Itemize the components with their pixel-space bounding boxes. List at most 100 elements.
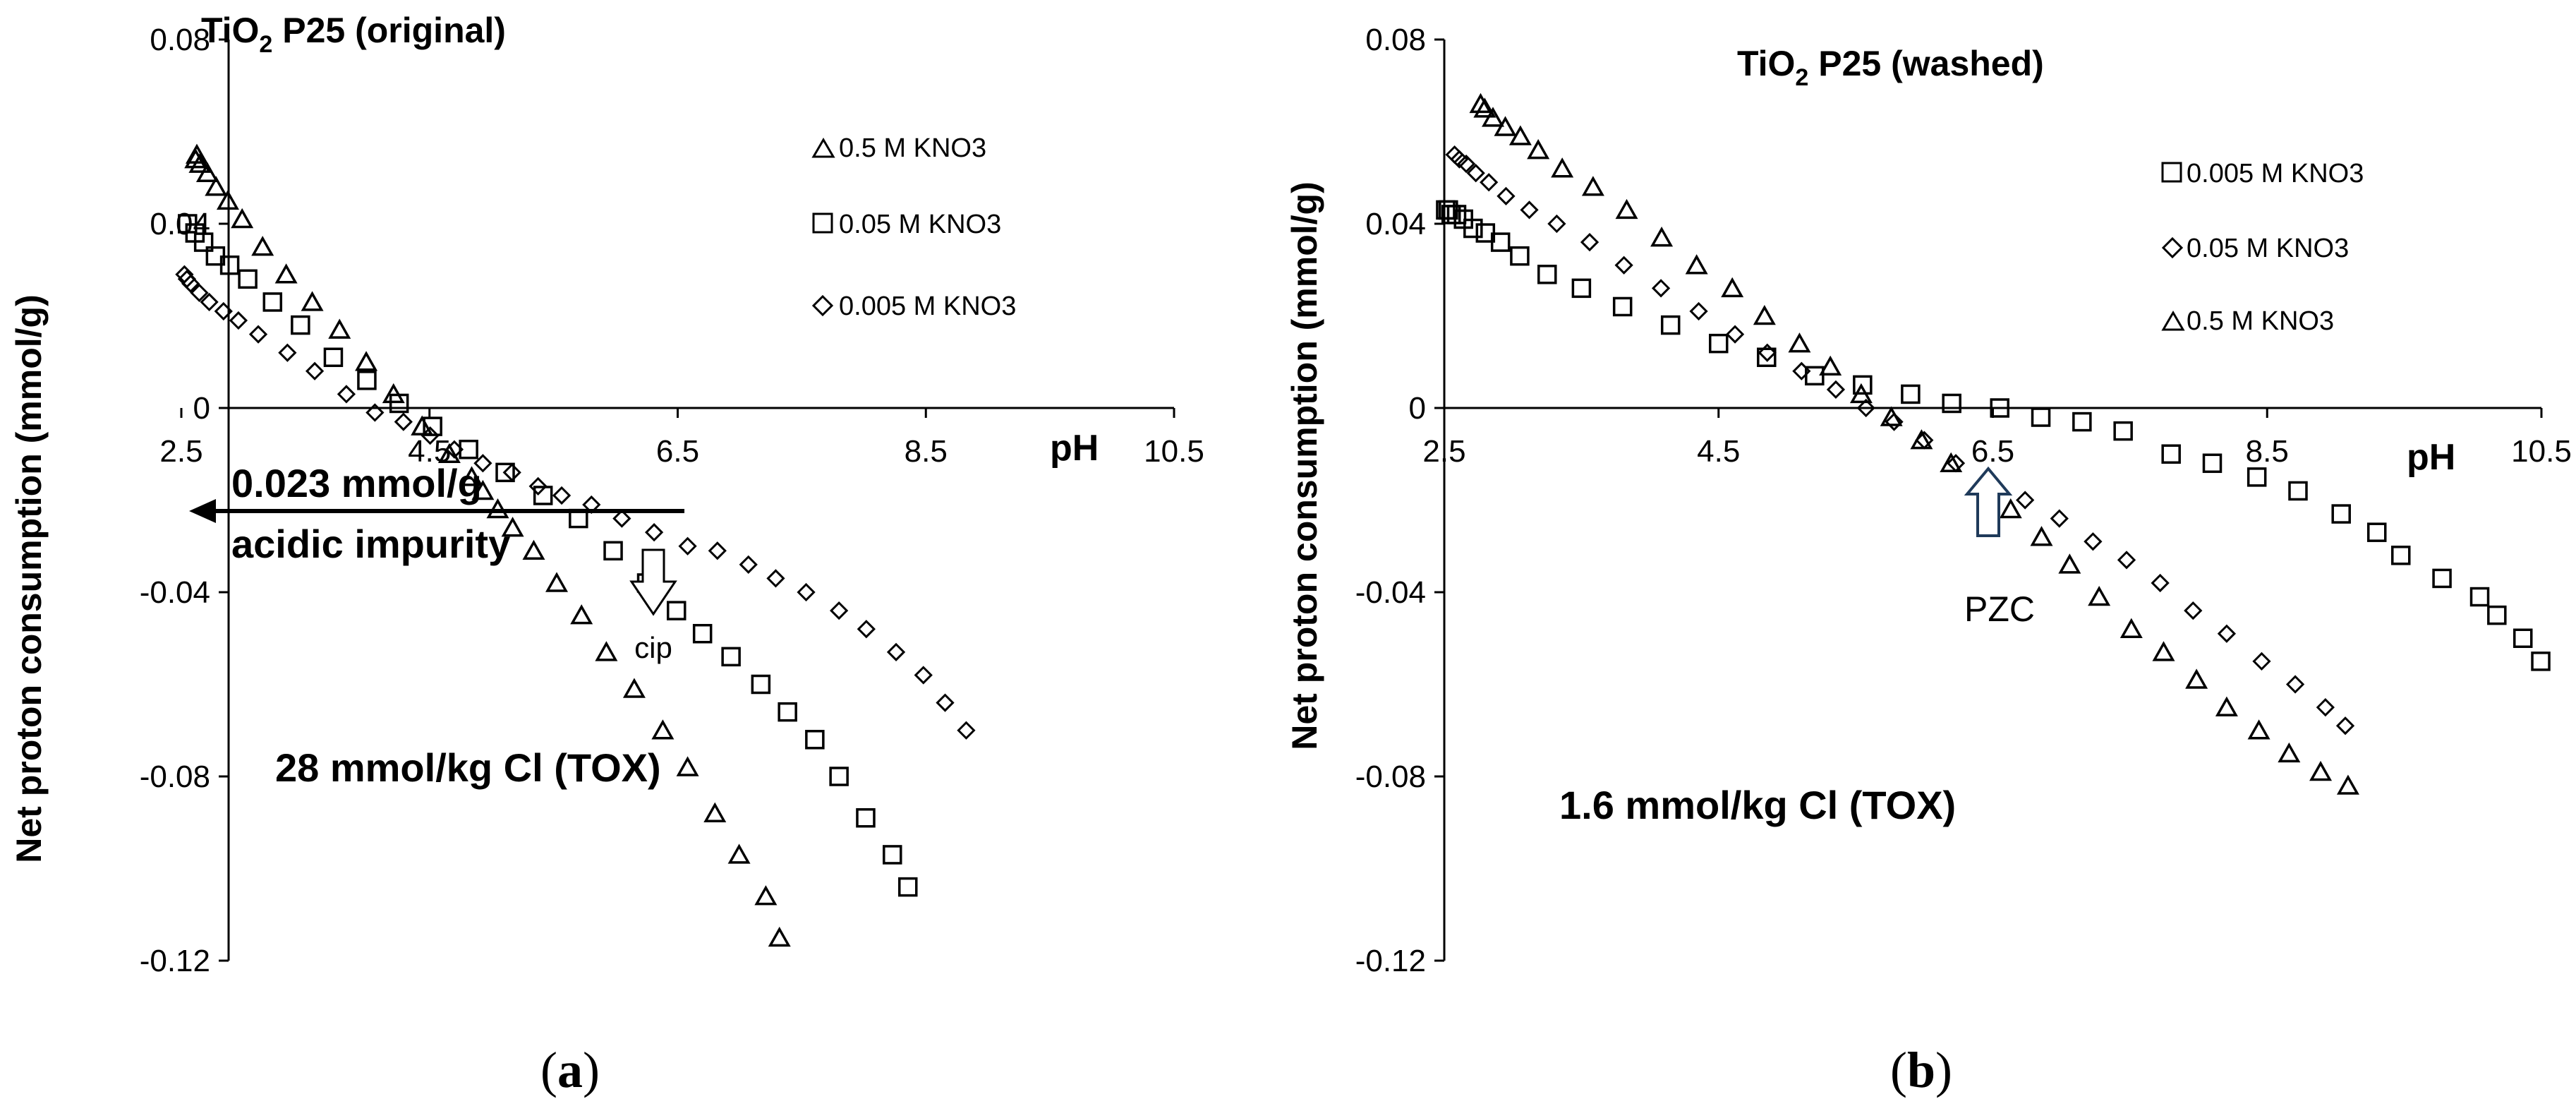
data-point-diamond [797, 582, 816, 602]
data-point-triangle [1753, 304, 1776, 325]
data-point-triangle [205, 176, 228, 196]
data-point-triangle [2120, 618, 2143, 638]
data-point-square [603, 541, 623, 561]
data-point-square [2531, 651, 2551, 671]
data-point-diamond [528, 476, 548, 496]
data-point-diamond [2117, 551, 2136, 570]
data-point-diamond [248, 325, 268, 344]
data-point-diamond [2335, 716, 2355, 735]
data-point-diamond [445, 440, 464, 459]
data-point-square [2247, 467, 2267, 487]
data-point-diamond [739, 555, 758, 574]
x-tick-label: 2.5 [159, 434, 202, 469]
data-point-diamond [190, 283, 209, 302]
data-point-diamond [2316, 698, 2335, 717]
data-point-diamond [1580, 232, 1600, 252]
data-point-diamond [2184, 601, 2203, 620]
data-point-triangle [2278, 742, 2301, 763]
x-tick-label: 10.5 [2511, 434, 2572, 469]
data-point-triangle [622, 678, 646, 698]
data-point-diamond [1496, 186, 1516, 205]
data-point-square [459, 439, 478, 460]
data-point-square [323, 347, 344, 367]
impurity-label-line1: 0.023 mmol/g [231, 461, 482, 505]
y-tick-label: -0.12 [1355, 944, 1426, 978]
data-point-diamond [502, 463, 521, 482]
data-point-diamond [175, 265, 194, 284]
panel-a-y-label: Net proton consumption (mmol/g) [9, 294, 49, 863]
data-point-diamond [1885, 412, 1904, 431]
data-point-diamond [957, 721, 976, 740]
data-point-square [2513, 628, 2533, 648]
data-point-square [2031, 407, 2051, 427]
y-tick-label: -0.08 [1355, 759, 1426, 794]
data-point-triangle [1999, 498, 2022, 519]
data-point-diamond [2050, 509, 2069, 528]
data-point-square [2432, 568, 2452, 589]
panel-a-legend: 0.5 M KNO3 0.05 M KNO3 0.005 M KNO3 [811, 133, 1016, 321]
data-point-triangle [2215, 696, 2238, 716]
data-point-square [666, 601, 687, 620]
data-point-diamond [678, 536, 697, 556]
data-point-triangle [1650, 227, 1674, 247]
data-point-diamond [2285, 675, 2305, 694]
data-point-diamond [1689, 301, 1708, 321]
triangle-marker-icon [2161, 311, 2185, 331]
data-point-triangle [2152, 641, 2175, 661]
data-point-diamond [1456, 155, 1476, 174]
data-point-diamond [1725, 325, 1745, 344]
data-point-square [291, 315, 310, 335]
data-point-diamond [421, 426, 440, 445]
data-point-square [262, 292, 283, 312]
panel-b-legend: 0.005 M KNO3 0.05 M KNO3 0.5 M KNO3 [2161, 159, 2364, 336]
impurity-label-line2: acidic impurity [231, 522, 510, 566]
data-point-square [692, 623, 713, 644]
data-point-triangle [301, 291, 324, 311]
panel-a-y-ticks: 0.080.040-0.04-0.08-0.12 [140, 23, 229, 978]
data-point-square [423, 416, 442, 436]
data-point-triangle [437, 443, 461, 463]
data-point-diamond [1651, 279, 1671, 298]
y-tick-label: 0.04 [1365, 207, 1426, 241]
data-point-diamond [1614, 256, 1633, 275]
data-point-square [193, 232, 214, 252]
data-point-triangle [411, 415, 434, 436]
legend-item-0.5M: 0.5 M KNO3 [2161, 306, 2334, 336]
data-point-square [1709, 333, 1729, 354]
data-point-diamond [830, 601, 849, 620]
data-point-square [495, 462, 515, 483]
legend-item-0.05M: 0.05 M KNO3 [812, 210, 1001, 239]
data-point-diamond [1450, 150, 1469, 169]
data-point-diamond [365, 403, 385, 422]
data-point-square [2469, 587, 2490, 607]
data-point-diamond [2217, 624, 2237, 643]
data-point-diamond [1547, 214, 1566, 234]
data-point-triangle [2309, 760, 2333, 781]
panel-a-tox-label: 28 mmol/kg Cl (TOX) [275, 745, 661, 790]
data-point-square [1463, 218, 1483, 239]
data-point-square [1510, 246, 1530, 266]
data-point-square [1901, 384, 1921, 404]
data-point-triangle [1880, 406, 1903, 426]
data-point-diamond [1915, 431, 1934, 450]
data-point-triangle [1508, 125, 1532, 145]
data-point-diamond [2252, 651, 2271, 671]
diamond-marker-icon [2161, 236, 2184, 259]
data-point-diamond [936, 693, 955, 712]
data-point-triangle [1551, 157, 1574, 178]
data-point-diamond [1466, 164, 1485, 183]
data-point-diamond [644, 523, 664, 542]
data-point-diamond [1520, 200, 1539, 220]
data-point-triangle [1615, 198, 1638, 220]
x-tick-label: 6.5 [656, 434, 699, 469]
data-point-diamond [394, 412, 413, 431]
data-point-diamond [1445, 145, 1464, 164]
data-point-triangle [355, 351, 378, 371]
data-point-square [778, 702, 797, 722]
data-point-triangle [522, 539, 545, 560]
data-point-triangle [2030, 526, 2053, 546]
cip-label: cip [634, 631, 672, 664]
data-point-diamond [2084, 532, 2103, 551]
panel-b-y-ticks: 0.080.040-0.04-0.08-0.12 [1355, 23, 1444, 978]
data-point-diamond [1480, 173, 1499, 192]
